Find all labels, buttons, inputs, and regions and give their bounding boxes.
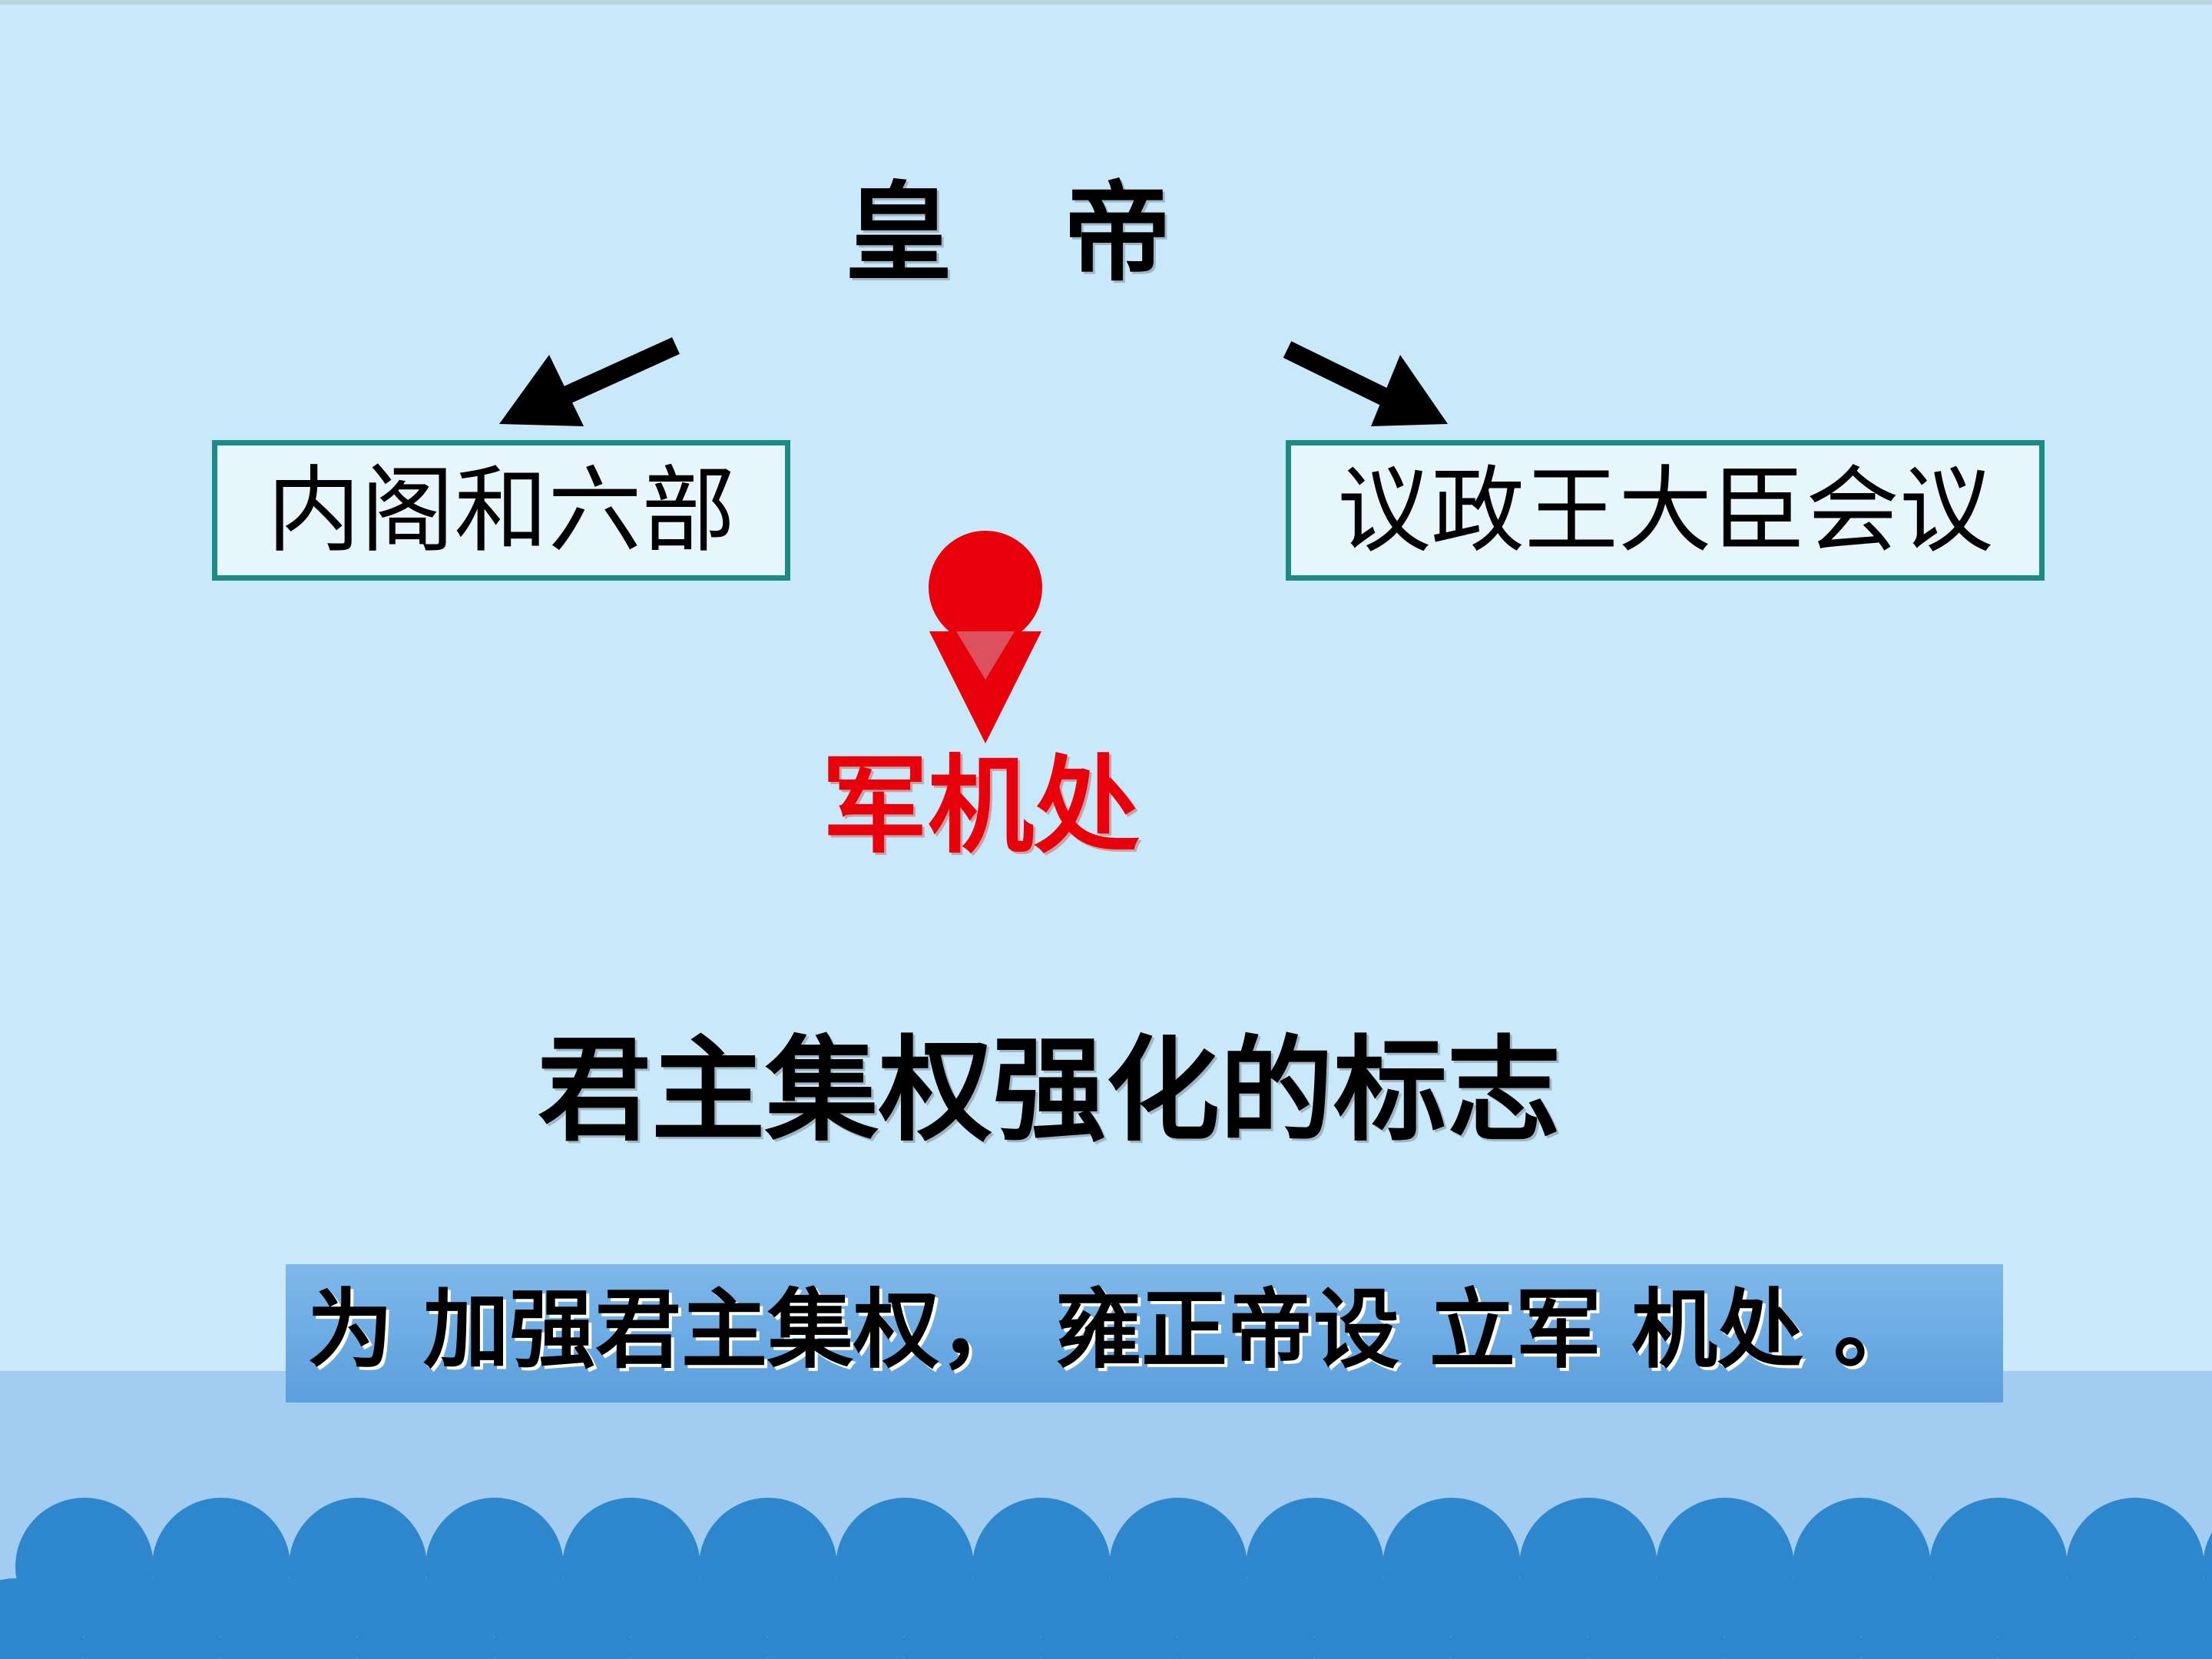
wave-scallop (1177, 1578, 1315, 1659)
cabinet-six-ministries-label: 内阁和六部 (267, 455, 736, 565)
wave-scallop (356, 1578, 495, 1659)
emperor-label: 皇 帝 (845, 171, 1208, 296)
wave-scallop (903, 1578, 1041, 1659)
wave-scallop (493, 1578, 631, 1659)
grand-council-label: 军机处 (822, 744, 1141, 868)
council-of-princes-box: 议政王大臣会议 (1286, 440, 2045, 581)
wave-scallop (1313, 1578, 1452, 1659)
wave-decoration (0, 1498, 2212, 1659)
wave-scallop (1040, 1578, 1178, 1659)
top-rule (0, 0, 2212, 5)
council-of-princes-label: 议政王大臣会议 (1337, 455, 1993, 565)
wave-scallop (1587, 1578, 1725, 1659)
cabinet-six-ministries-box: 内阁和六部 (212, 440, 790, 581)
wave-scallop (1997, 1578, 2135, 1659)
arrow-to-council (1283, 341, 1448, 426)
wave-scallop (1724, 1578, 1862, 1659)
wave-scallop (1450, 1578, 1588, 1659)
flow-arrows (499, 337, 1448, 743)
wave-scallop (630, 1578, 768, 1659)
wave-scallop (220, 1578, 358, 1659)
summary-banner: 为 加强君主集权， 雍正帝设 立军 机处 。 (286, 1264, 2003, 1402)
wave-scallop (83, 1578, 221, 1659)
wave-row-front (0, 1578, 2212, 1659)
wave-scallop (0, 1578, 84, 1659)
wave-scallop (2134, 1578, 2212, 1659)
wave-scallop (1860, 1578, 1998, 1659)
red-pin-arrow (929, 531, 1042, 743)
arrow-to-cabinet (499, 337, 680, 426)
summary-banner-text: 为 加强君主集权， 雍正帝设 立军 机处 。 (307, 1280, 1919, 1380)
wave-scallop (767, 1578, 905, 1659)
headline: 君主集权强化的标志 (538, 1025, 1561, 1157)
